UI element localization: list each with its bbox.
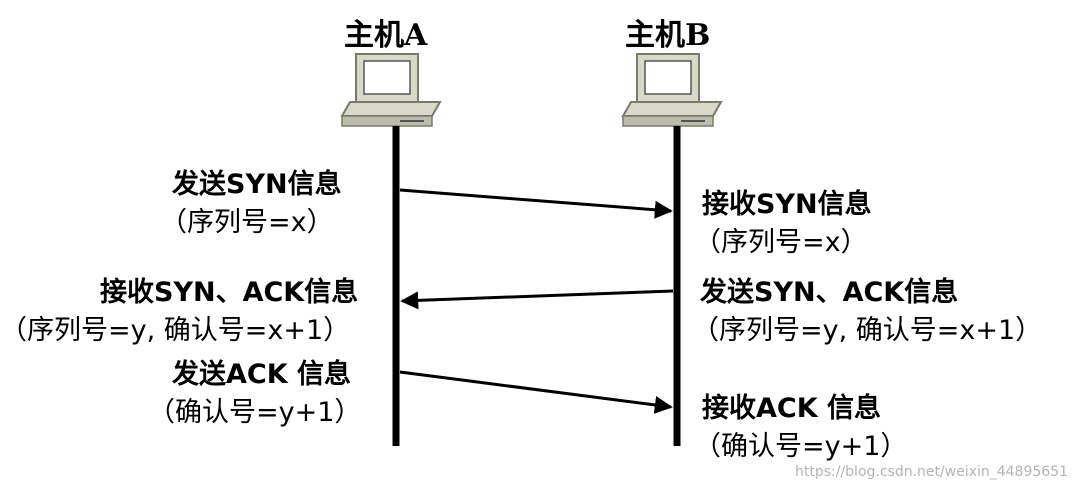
m2-sender-label: 发送SYN、ACK信息 [700, 277, 959, 308]
m1-sender-label: 发送SYN信息 [172, 169, 342, 200]
m2-sender-detail: （序列号=y, 确认号=x+1） [692, 315, 1043, 346]
arrow-syn-ack [400, 289, 674, 310]
arrow-ack [399, 370, 673, 414]
arrow-syn [399, 188, 673, 219]
m2-receiver-label: 接收SYN、ACK信息 [100, 277, 359, 308]
m3-sender-detail: （确认号=y+1） [148, 397, 362, 428]
host-a-title: 主机A [344, 18, 428, 53]
m2-receiver-detail: （序列号=y, 确认号=x+1） [0, 315, 351, 346]
m3-receiver-label: 接收ACK 信息 [702, 393, 882, 424]
m3-sender-label: 发送ACK 信息 [172, 359, 352, 390]
m3-receiver-detail: （确认号=y+1） [694, 431, 908, 462]
m1-receiver-detail: （序列号=x） [694, 227, 868, 258]
m1-sender-detail: （序列号=x） [160, 207, 334, 238]
watermark-text: https://blog.csdn.net/weixin_44895651 [794, 464, 1068, 480]
computer-a-icon [340, 53, 442, 127]
computer-b-icon [621, 53, 723, 127]
m1-receiver-label: 接收SYN信息 [702, 189, 872, 220]
host-b-title: 主机B [625, 18, 711, 53]
